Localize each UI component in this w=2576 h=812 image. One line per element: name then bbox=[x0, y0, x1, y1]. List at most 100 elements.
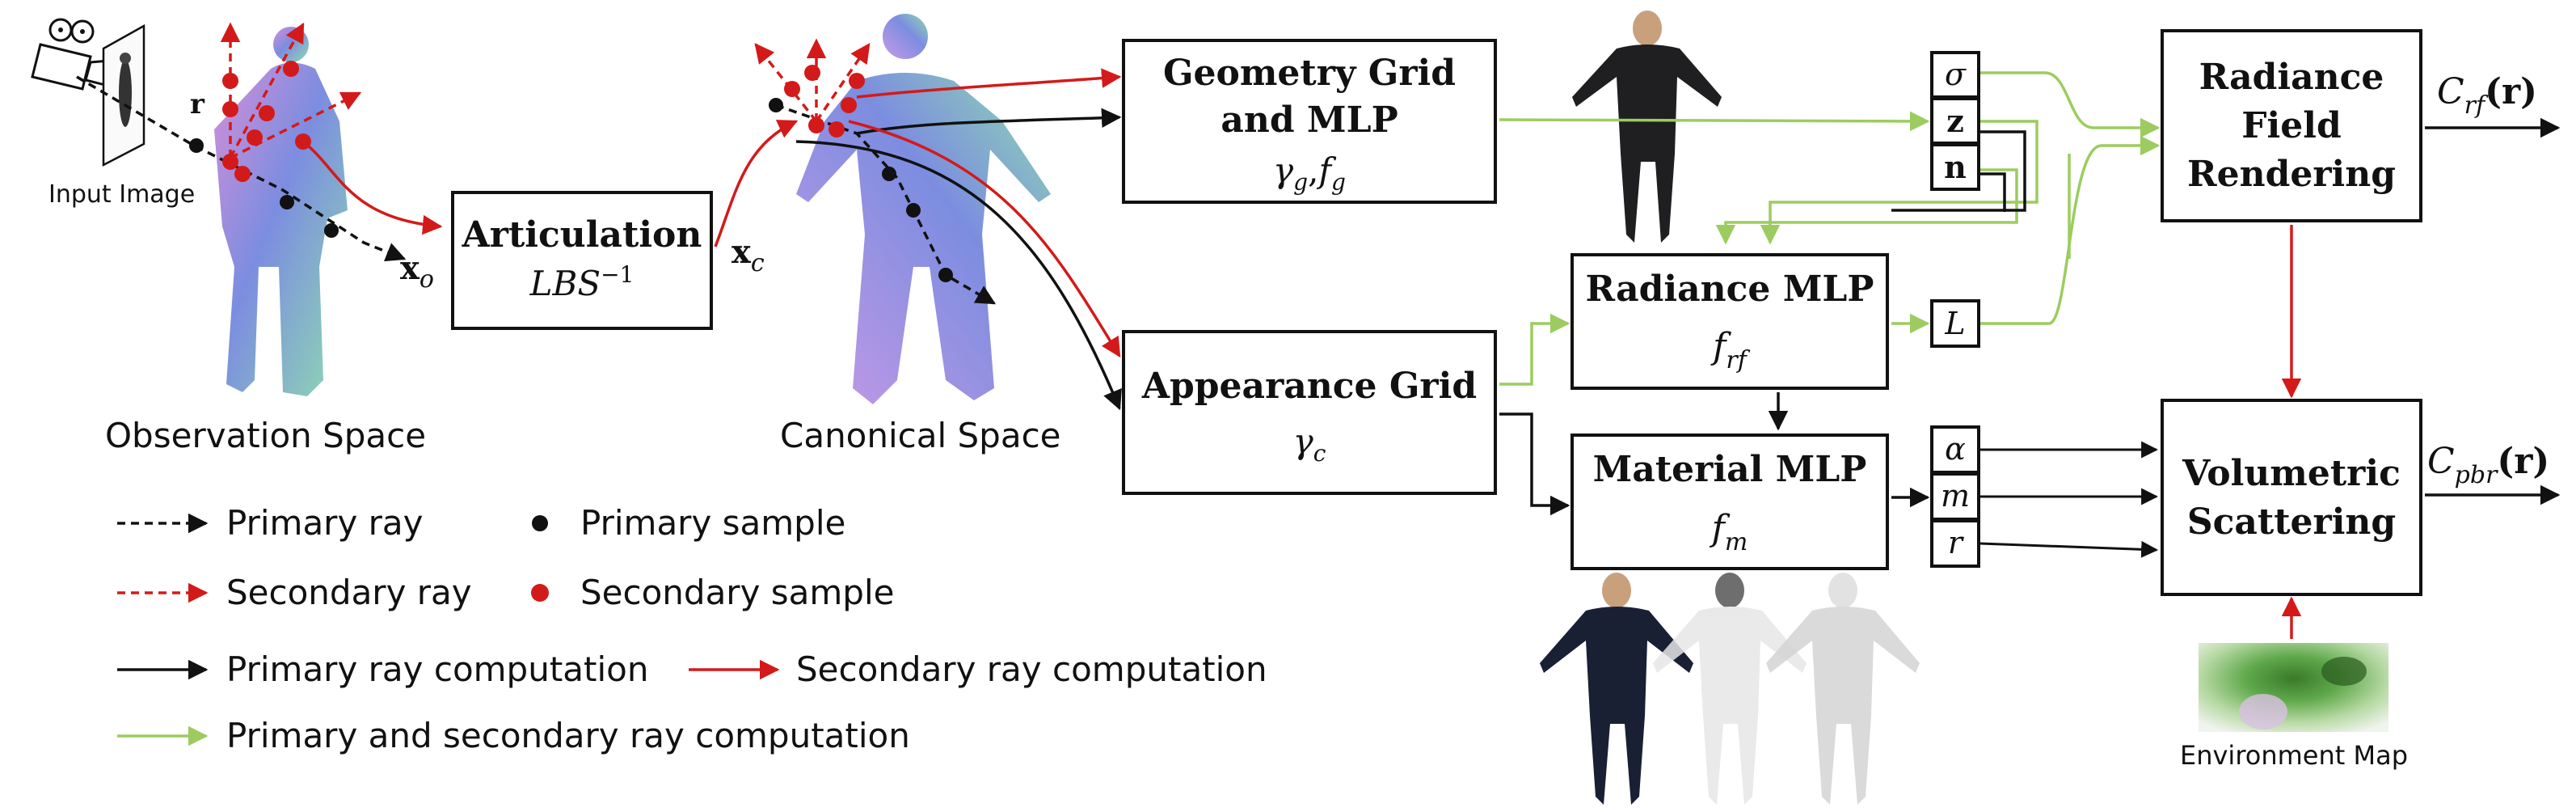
environment-map-label: Environment Map bbox=[2180, 740, 2408, 771]
radiance-field-line1: Radiance bbox=[2199, 57, 2384, 98]
arrow-L-to-radiance-field bbox=[1980, 135, 2161, 325]
crf-output: Crf(r) bbox=[2437, 71, 2537, 120]
arrow-n-to-radiance-mlp bbox=[1715, 168, 2018, 245]
sigma-box: σ bbox=[1930, 51, 1980, 99]
appearance-math: γc bbox=[1293, 421, 1326, 467]
observation-space-label: Observation Space bbox=[105, 416, 426, 455]
geometry-label-line1: Geometry Grid bbox=[1163, 53, 1456, 94]
x-o-label: xo bbox=[400, 249, 434, 294]
material-render-figure-albedo bbox=[1540, 573, 1693, 805]
svg-text:m: m bbox=[1941, 478, 1970, 514]
legend-primary-sample: Primary sample bbox=[532, 503, 845, 543]
articulation-box: Articulation LBS−1 bbox=[451, 191, 713, 330]
canonical-primary-sample bbox=[938, 268, 953, 282]
svg-text:z: z bbox=[1946, 103, 1964, 139]
radiance-field-line2: Field bbox=[2241, 105, 2341, 146]
volumetric-box: Volumetric Scattering bbox=[2161, 399, 2422, 596]
r-box: r bbox=[1930, 519, 1980, 568]
legend-secondary-ray-computation: Secondary ray computation bbox=[689, 649, 1267, 689]
articulation-math: LBS−1 bbox=[529, 261, 635, 303]
svg-text:σ: σ bbox=[1945, 57, 1967, 92]
obs-secondary-ray-2 bbox=[229, 22, 305, 159]
legend: Primary ray Secondary ray Primary sample… bbox=[117, 503, 1267, 755]
svg-text:Primary ray: Primary ray bbox=[226, 503, 424, 543]
radiance-mlp-math: frf bbox=[1710, 326, 1751, 374]
n-box: n bbox=[1930, 143, 1980, 191]
material-mlp-box: Material MLP fm bbox=[1570, 433, 1889, 570]
svg-text:n: n bbox=[1944, 149, 1967, 185]
obs-primary-ray bbox=[76, 75, 407, 262]
input-image-frame bbox=[102, 23, 145, 167]
alpha-box: α bbox=[1930, 425, 1980, 474]
obs-primary-sample bbox=[324, 223, 339, 238]
svg-text:Primary ray computation: Primary ray computation bbox=[226, 649, 649, 689]
obs-secondary-sample bbox=[222, 101, 238, 117]
material-render-figure-metal bbox=[1653, 573, 1807, 805]
svg-text:Secondary ray: Secondary ray bbox=[226, 573, 472, 612]
canonical-secondary-sample bbox=[828, 121, 845, 137]
obs-secondary-ray-3 bbox=[230, 91, 362, 159]
material-mlp-math: fm bbox=[1710, 508, 1748, 556]
obs-secondary-sample bbox=[247, 129, 263, 146]
canonical-primary-ray bbox=[775, 104, 997, 305]
canonical-secondary-ray-3 bbox=[815, 42, 871, 122]
canonical-figure bbox=[796, 14, 1051, 404]
arrow-n-to-material bbox=[1980, 172, 2006, 212]
m-box: m bbox=[1930, 472, 1980, 521]
svg-text:α: α bbox=[1945, 431, 1966, 467]
svg-text:r: r bbox=[1948, 525, 1965, 560]
legend-both-ray-computation: Primary and secondary ray computation bbox=[117, 716, 910, 755]
material-mlp-label: Material MLP bbox=[1593, 449, 1867, 490]
obs-secondary-sample bbox=[283, 61, 299, 77]
arrow-canonical-to-geometry-red bbox=[856, 68, 1122, 99]
svg-text:L: L bbox=[1944, 306, 1965, 341]
legend-primary-ray-computation: Primary ray computation bbox=[117, 649, 649, 689]
obs-secondary-sample bbox=[222, 154, 238, 170]
arrow-canonical-to-geometry-black bbox=[856, 108, 1122, 135]
canonical-secondary-ray-1 bbox=[754, 43, 818, 123]
svg-text:Primary sample: Primary sample bbox=[580, 503, 845, 543]
geometry-label-line2: and MLP bbox=[1221, 99, 1398, 141]
appearance-box: Appearance Grid γc bbox=[1122, 330, 1497, 495]
arrow-canonical-to-appearance-black bbox=[795, 140, 1122, 411]
L-box: L bbox=[1930, 299, 1980, 348]
svg-text:Secondary sample: Secondary sample bbox=[580, 573, 894, 612]
arrow-zn-to-material bbox=[1891, 130, 2026, 212]
geometry-render-figure bbox=[1572, 11, 1722, 243]
cpbr-output: Cpbr(r) bbox=[2427, 441, 2549, 489]
articulation-label: Articulation bbox=[462, 214, 702, 256]
arrow-r-to-volumetric bbox=[1979, 540, 2159, 558]
arrow-articulation-to-canonical bbox=[714, 120, 799, 247]
arrow-z-to-radiance-mlp bbox=[1760, 120, 2038, 245]
camera-icon bbox=[31, 18, 111, 91]
obs-secondary-sample bbox=[222, 73, 238, 89]
canonical-secondary-sample bbox=[808, 117, 824, 133]
legend-primary-ray: Primary ray bbox=[117, 503, 424, 543]
legend-secondary-ray: Secondary ray bbox=[117, 573, 472, 612]
arrow-canonical-to-appearance-red bbox=[848, 120, 1121, 358]
svg-text:Primary and secondary ray comp: Primary and secondary ray computation bbox=[226, 716, 910, 755]
canonical-primary-sample bbox=[906, 203, 921, 218]
radiance-mlp-box: Radiance MLP frf bbox=[1570, 253, 1889, 390]
radiance-mlp-label: Radiance MLP bbox=[1586, 269, 1874, 310]
canonical-primary-sample bbox=[882, 167, 896, 181]
obs-secondary-sample bbox=[259, 105, 275, 121]
radiance-field-line3: Rendering bbox=[2187, 154, 2396, 195]
obs-primary-sample bbox=[189, 138, 204, 153]
volumetric-line1: Volumetric bbox=[2182, 453, 2401, 494]
canonical-secondary-sample bbox=[784, 81, 800, 97]
environment-map bbox=[2199, 643, 2388, 732]
arrow-sigma-to-radiance-field bbox=[1980, 71, 2161, 138]
obs-primary-sample bbox=[280, 195, 294, 209]
canonical-secondary-sample bbox=[841, 97, 857, 113]
canonical-secondary-sample bbox=[804, 65, 820, 81]
canonical-primary-sample bbox=[769, 98, 783, 112]
canonical-secondary-sample bbox=[849, 73, 865, 89]
appearance-label: Appearance Grid bbox=[1141, 366, 1477, 407]
ray-r-label: r bbox=[190, 88, 205, 121]
svg-text:Secondary ray computation: Secondary ray computation bbox=[796, 649, 1267, 689]
obs-secondary-sample bbox=[234, 166, 251, 182]
canonical-space-label: Canonical Space bbox=[780, 416, 1061, 455]
arrow-obs-to-articulation bbox=[301, 140, 443, 235]
